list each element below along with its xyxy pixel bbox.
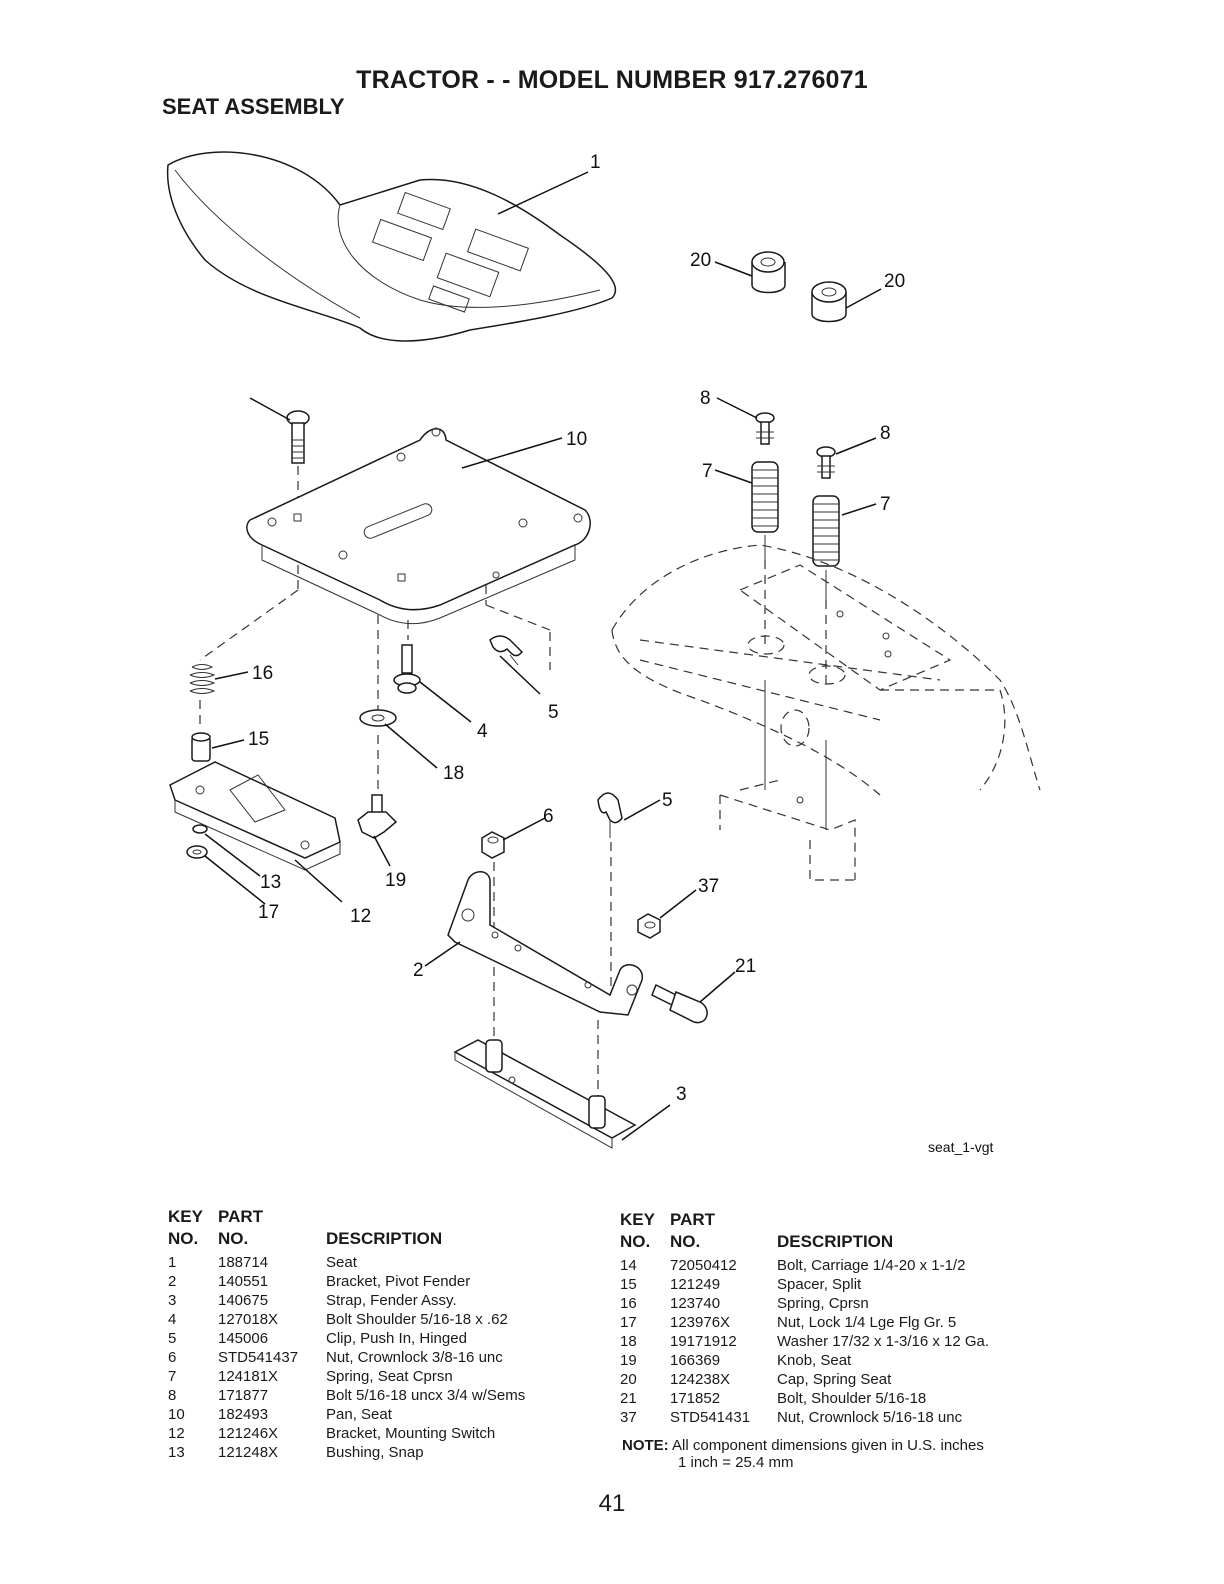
spring-seat-cap-part xyxy=(751,251,786,294)
snap-bushing-part xyxy=(192,824,208,834)
page-title: TRACTOR - - MODEL NUMBER 917.276071 xyxy=(356,66,868,94)
callout-7: 7 xyxy=(702,461,713,482)
callout-13: 13 xyxy=(260,872,281,893)
seat-compression-spring-part xyxy=(751,461,779,533)
callout-4: 4 xyxy=(477,721,488,742)
col-key-header-2: NO. xyxy=(620,1232,651,1251)
callout-1: 1 xyxy=(590,152,601,173)
callout-5: 5 xyxy=(548,702,559,723)
fender-outline xyxy=(611,544,1041,881)
mounting-switch-bracket-part xyxy=(169,761,341,871)
col-part-header-2: NO. xyxy=(670,1232,701,1251)
callout-2: 2 xyxy=(413,960,424,981)
note-label: NOTE: xyxy=(622,1437,669,1454)
figure-id: seat_1-vgt xyxy=(928,1139,993,1155)
pivot-fender-bracket-part xyxy=(447,871,643,1016)
carriage-bolt-part xyxy=(286,410,310,515)
col-part-header: PART xyxy=(670,1210,716,1229)
callout-8: 8 xyxy=(700,388,711,409)
callout-12: 12 xyxy=(350,906,371,927)
seat-pan-part xyxy=(246,427,591,625)
callout-numbers: 1 2 3 4 5 5 6 7 7 8 8 10 12 13 15 16 17 … xyxy=(248,152,905,1105)
col-part-header: PART xyxy=(218,1207,264,1226)
seat-knob-part xyxy=(357,794,398,839)
col-key-header: KEY xyxy=(168,1207,203,1226)
callout-18: 18 xyxy=(443,763,464,784)
washer-part xyxy=(359,709,397,727)
col-key-header: KEY xyxy=(620,1210,655,1229)
sems-bolt-part xyxy=(816,446,836,479)
col-part-header-2: NO. xyxy=(218,1229,249,1248)
callout-leaders xyxy=(204,171,882,1141)
callout-20: 20 xyxy=(884,271,905,292)
spring-seat-cap-part xyxy=(811,281,847,323)
callout-16: 16 xyxy=(252,663,273,684)
callout-20: 20 xyxy=(690,250,711,271)
col-key-header-2: NO. xyxy=(168,1229,199,1248)
callout-5: 5 xyxy=(662,790,673,811)
seat-compression-spring-part xyxy=(812,495,840,567)
callout-10: 10 xyxy=(566,429,587,450)
fender-strap-part xyxy=(453,1039,637,1149)
callout-17: 17 xyxy=(258,902,279,923)
callout-8: 8 xyxy=(880,423,891,444)
shoulder-bolt-part xyxy=(393,644,421,694)
sems-bolt-part xyxy=(755,412,775,445)
note-line-1: All component dimensions given in U.S. i… xyxy=(672,1437,984,1454)
split-spacer-part xyxy=(191,732,211,762)
section-title: SEAT ASSEMBLY xyxy=(162,94,345,119)
push-in-clip-part xyxy=(597,792,623,838)
page-number: 41 xyxy=(598,1490,626,1517)
callout-3: 3 xyxy=(676,1084,687,1105)
col-description-header: DESCRIPTION xyxy=(777,1232,894,1251)
callout-7: 7 xyxy=(880,494,891,515)
callout-21: 21 xyxy=(735,956,756,977)
lock-nut-part xyxy=(186,845,208,859)
shoulder-bolt-5-16-part xyxy=(651,983,708,1024)
callout-6: 6 xyxy=(543,806,554,827)
compression-spring-part xyxy=(189,664,216,694)
push-in-clip-part xyxy=(489,635,524,666)
crownlock-nut-5-16-part xyxy=(637,913,661,939)
callout-19: 19 xyxy=(385,870,406,891)
col-description-header: DESCRIPTION xyxy=(326,1229,443,1248)
crownlock-nut-part xyxy=(481,831,505,859)
dimension-note: NOTE: All component dimensions given in … xyxy=(622,1437,984,1471)
callout-15: 15 xyxy=(248,729,269,750)
seat-part xyxy=(166,151,617,342)
exploded-parts-diagram: 1 2 3 4 5 5 6 7 7 8 8 10 12 13 15 16 17 … xyxy=(166,151,1041,1155)
callout-37: 37 xyxy=(698,876,719,897)
note-line-2: 1 inch = 25.4 mm xyxy=(678,1454,794,1471)
